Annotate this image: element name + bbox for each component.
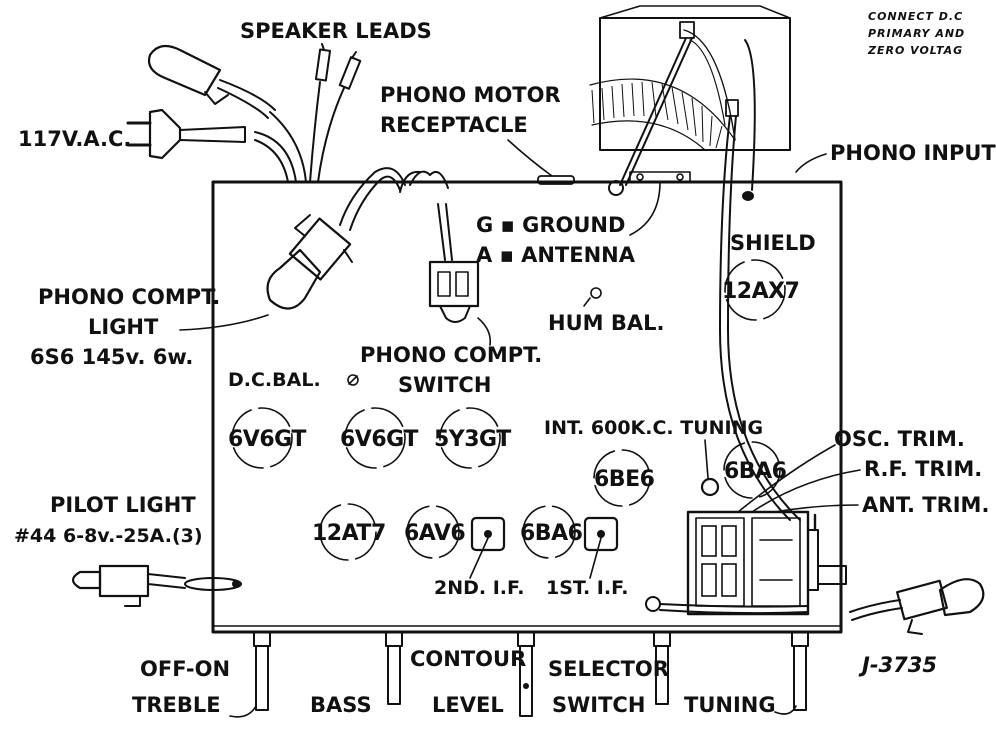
ac-plug — [126, 108, 246, 160]
leader-phono-input — [795, 153, 827, 173]
label-speaker-leads: SPEAKER LEADS — [240, 19, 432, 43]
ground-wire — [645, 596, 809, 615]
label-phono-light-line1: PHONO COMPT. — [38, 285, 220, 309]
tube-5y3gt-label: 5Y3GT — [434, 427, 511, 452]
label-drawing-code: J-3735 — [858, 653, 937, 677]
label-if2: 2ND. I.F. — [434, 577, 524, 599]
shaft-offon-treble — [229, 631, 271, 718]
leader-phono-motor — [507, 139, 553, 177]
label-tuning: TUNING — [684, 693, 776, 717]
tube-6ba6-bottom-socket — [522, 505, 576, 559]
label-ant-trim: ANT. TRIM. — [862, 493, 989, 517]
label-hum-bal: HUM BAL. — [548, 311, 664, 335]
shaft-selector-switch — [653, 631, 671, 705]
label-ground: G ▪ GROUND — [476, 213, 625, 237]
phono-compt-light — [179, 167, 406, 331]
ac-cord — [254, 111, 307, 183]
tube-6v6gt-a-socket — [231, 407, 293, 469]
label-int-tuning: INT. 600K.C. TUNING — [544, 417, 763, 439]
note-connect-line1: CONNECT D.C — [868, 10, 963, 23]
tube-5y3gt-socket — [439, 407, 501, 469]
label-dc-bal: D.C.BAL. — [228, 369, 321, 391]
label-phono-motor-line1: PHONO MOTOR — [380, 83, 561, 107]
label-pilot-line2: #44 6-8v.-25A.(3) — [14, 525, 203, 547]
if1-transformer — [583, 516, 619, 579]
shaft-tuning — [774, 631, 809, 715]
label-antenna: A ▪ ANTENNA — [476, 243, 636, 267]
label-shield: SHIELD — [730, 231, 816, 255]
label-117vac: 117V.A.C. — [18, 127, 131, 151]
label-phono-switch-line2: SWITCH — [398, 373, 491, 397]
tube-12at7-socket — [319, 503, 377, 561]
label-if1: 1ST. I.F. — [546, 577, 629, 599]
label-offon: OFF-ON — [140, 657, 230, 681]
if2-transformer — [469, 516, 506, 579]
phono-compt-switch — [399, 170, 492, 346]
label-phono-light-line3: 6S6 145v. 6w. — [30, 345, 193, 369]
shaft-bass — [385, 631, 403, 705]
label-phono-input: PHONO INPUT — [830, 141, 996, 165]
label-pilot-line1: PILOT LIGHT — [50, 493, 196, 517]
tube-6ba6-bottom-label: 6BA6 — [520, 521, 583, 546]
dial-assembly — [537, 5, 801, 521]
int-600kc-tuning-screw — [700, 439, 720, 497]
label-selector: SELECTOR — [548, 657, 669, 681]
label-phono-switch-line1: PHONO COMPT. — [360, 343, 542, 367]
tube-6av6-socket — [406, 505, 460, 559]
shaft-contour-level — [517, 631, 535, 717]
tube-6av6-label: 6AV6 — [404, 521, 465, 546]
label-switch: SWITCH — [552, 693, 645, 717]
label-rf-trim: R.F. TRIM. — [864, 457, 982, 481]
tube-12ax7-label: 12AX7 — [722, 279, 799, 304]
speaker-leads — [309, 43, 362, 183]
hum-bal-control — [583, 287, 602, 307]
antenna-terminal-strip — [629, 171, 691, 236]
dc-bal-control — [347, 374, 359, 386]
pilot-light-right — [849, 578, 985, 635]
label-bass: BASS — [310, 693, 372, 717]
label-treble: TREBLE — [132, 693, 221, 717]
tube-6v6gt-b-socket — [344, 407, 406, 469]
tube-6ba6-top-label: 6BA6 — [724, 459, 787, 484]
tube-6v6gt-a-label: 6V6GT — [228, 427, 306, 452]
tube-6ba6-top-socket — [723, 441, 781, 499]
tube-6v6gt-b-label: 6V6GT — [340, 427, 418, 452]
tube-12at7-label: 12AT7 — [312, 521, 386, 546]
tuning-gang — [686, 510, 847, 616]
tube-6be6-socket — [593, 449, 651, 507]
label-phono-motor-line2: RECEPTACLE — [380, 113, 528, 137]
pilot-light-left — [71, 564, 242, 607]
label-contour: CONTOUR — [410, 647, 526, 671]
trimmer-leaders — [737, 444, 861, 513]
label-osc-trim: OSC. TRIM. — [834, 427, 965, 451]
label-level: LEVEL — [432, 693, 504, 717]
note-connect-line2: PRIMARY AND — [868, 27, 965, 40]
tube-12ax7-socket — [724, 259, 786, 321]
label-phono-light-line2: LIGHT — [88, 315, 159, 339]
tube-6be6-label: 6BE6 — [594, 467, 655, 492]
phono-plug — [147, 44, 276, 119]
note-connect-line3: ZERO VOLTAG — [867, 44, 963, 57]
